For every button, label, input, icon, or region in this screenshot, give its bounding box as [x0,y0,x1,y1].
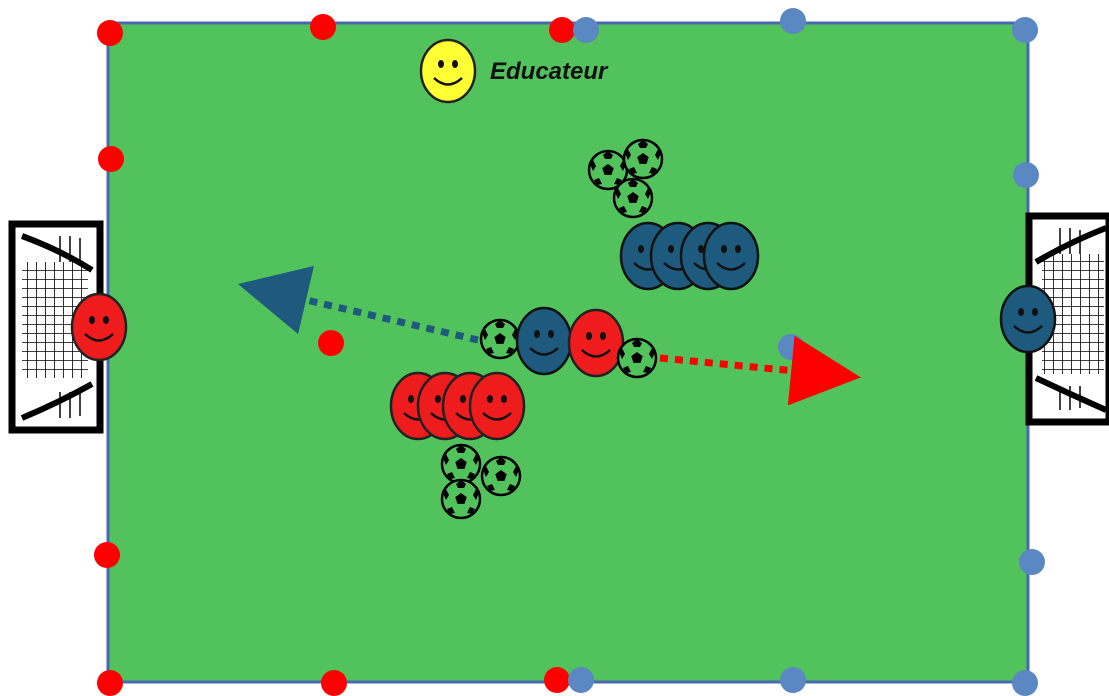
educator-label: Educateur [490,58,609,85]
cone-blue [568,667,594,693]
blue-arrow [237,265,479,344]
cone-blue [1012,17,1038,43]
cone-red [318,330,344,356]
red-player-center [569,310,623,376]
cone-blue [780,667,806,693]
ball-icon [440,443,482,485]
blue-players-group [621,223,758,289]
cone-red [97,670,123,696]
cone-blue [573,17,599,43]
cone-red [97,20,123,46]
ball-icon [612,177,654,219]
cone-red [321,670,347,696]
red-goalkeeper [72,294,126,360]
cone-blue [780,8,806,34]
cone-red [94,542,120,568]
blue-goalkeeper [1001,286,1055,352]
cone-red [98,146,124,172]
cone-blue [778,334,804,360]
red-players-group [391,373,524,439]
cone-red [549,17,575,43]
blue-player-center [517,308,571,374]
blue-player [704,223,758,289]
educator: Educateur [419,38,609,104]
ball-icon [616,337,658,379]
ball-icon [440,478,482,520]
red-cones [94,14,575,696]
red-player [470,373,524,439]
cone-blue [1013,162,1039,188]
cone-blue [1019,549,1045,575]
ball-icon [480,455,522,497]
educator-face-icon [419,38,477,104]
cone-blue [1012,670,1038,696]
cone-red [544,667,570,693]
ball-icon [479,318,521,360]
red-arrow [659,335,861,406]
cone-red [310,14,336,40]
ball-icon [622,138,664,180]
blue-cones [568,8,1045,696]
